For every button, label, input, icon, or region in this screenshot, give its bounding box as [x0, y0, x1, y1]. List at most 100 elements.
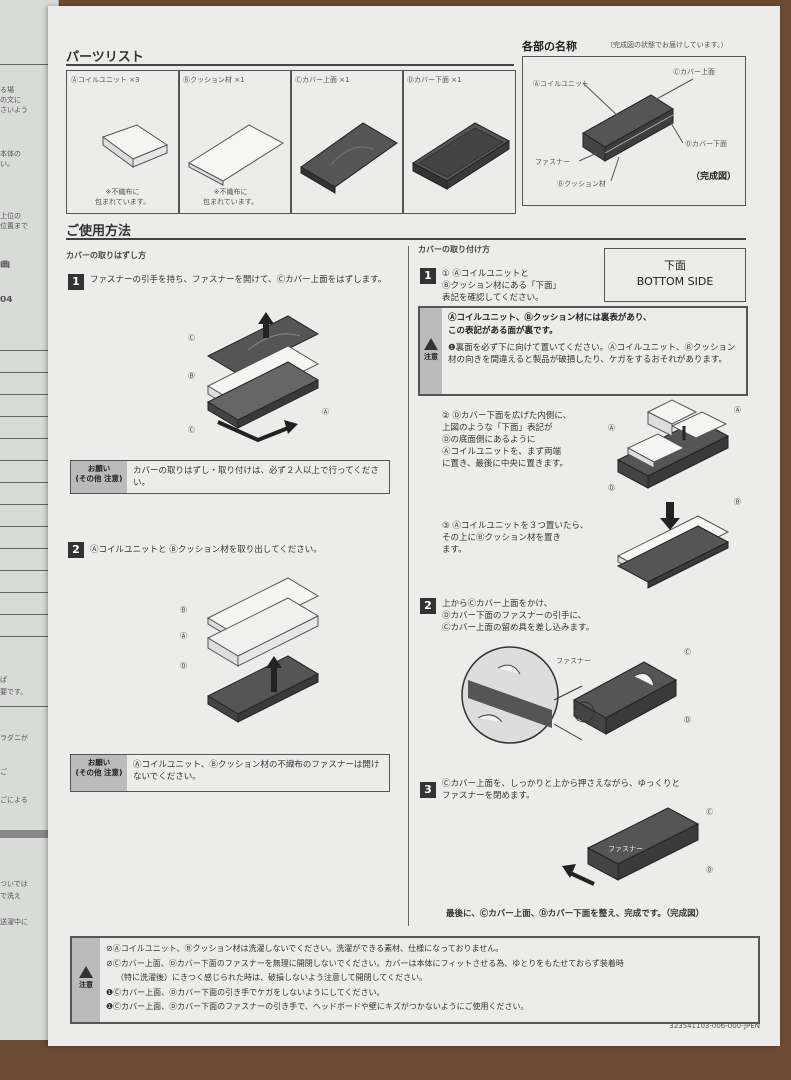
fastener-label: ファスナー: [556, 657, 591, 665]
part-label: Ⓓカバー下面 ×1: [407, 76, 462, 84]
svg-text:Ⓑ: Ⓑ: [734, 498, 741, 506]
names-subtitle: （完成図の状態でお届けしています。）: [606, 41, 728, 49]
prev-text: る場: [0, 86, 14, 94]
attach-title: カバーの取り付け方: [418, 245, 490, 254]
svg-text:Ⓐ: Ⓐ: [734, 406, 741, 414]
prev-text: 本体の: [0, 150, 21, 158]
bottom-side-en: BOTTOM SIDE: [636, 275, 714, 288]
bottom-caution-label: 注意: [79, 981, 93, 989]
note-label: お願い (その他 注意): [71, 461, 127, 493]
bottom-caution-box: 注意 ⊘Ⓐコイルユニット、Ⓑクッション材は洗濯しないでください。洗濯ができる素材…: [70, 936, 760, 1024]
cover-top-illustration: [300, 122, 398, 194]
svg-text:Ⓑ: Ⓑ: [188, 372, 195, 380]
bottom-note: ⊘Ⓒカバー上面、Ⓓカバー下面のファスナーを無理に開閉しないでください。カバーは本…: [106, 958, 624, 968]
name-top: Ⓒカバー上面: [673, 68, 715, 76]
attach-step-number-3: 3: [420, 782, 436, 798]
remove-cover-illustration: Ⓒ Ⓑ Ⓒ Ⓐ: [188, 312, 329, 443]
svg-text:Ⓒ: Ⓒ: [684, 648, 691, 656]
name-bottom: Ⓓカバー下面: [685, 140, 727, 148]
remove-note2-box: お願い (その他 注意) Ⓐコイルユニット、Ⓑクッション材の不織布のファスナーは…: [70, 754, 390, 792]
remove-note1-text: カバーの取りはずし・取り付けは、必ず２人以上で行ってください。: [133, 466, 379, 488]
instruction-sheet: パーツリスト Ⓐコイルユニット ×3 ※不織布に 包まれています。 Ⓑクッション…: [48, 6, 780, 1046]
part-label: Ⓑクッション材 ×1: [183, 76, 245, 84]
name-cushion: Ⓑクッション材: [557, 180, 606, 188]
bottom-side-jp: 下面: [664, 259, 686, 272]
part-note: ※不織布に 包まれています。: [203, 188, 259, 206]
prev-text: 上位の: [0, 212, 21, 220]
prev-text: で洗え: [0, 892, 21, 900]
attach-caution-box: 注意 Ⓐコイルユニット、Ⓑクッション材には裏表があり、 この表記がある面が裏です…: [418, 306, 748, 396]
remove-note2-text: Ⓐコイルユニット、Ⓑクッション材の不織布のファスナーは開けないでください。: [133, 760, 380, 782]
svg-text:Ⓓ: Ⓓ: [180, 662, 187, 670]
part-coil-box: Ⓐコイルユニット ×3 ※不織布に 包まれています。: [66, 70, 180, 214]
bottom-note: ⊘Ⓐコイルユニット、Ⓑクッション材は洗濯しないでください。洗濯ができる素材、仕様…: [106, 944, 504, 953]
usage-title: ご使用方法: [66, 224, 132, 239]
attach-final-text: 最後に、Ⓒカバー上面、Ⓓカバー下面を整え、完成です。（完成図）: [446, 909, 705, 919]
prev-text: 要です。: [0, 688, 28, 696]
names-box: Ⓐコイルユニット Ⓒカバー上面 Ⓓカバー下面 ファスナー Ⓑクッション材 （完成…: [522, 56, 746, 206]
step-number-1: 1: [68, 274, 84, 290]
remove-inner-illustration: Ⓑ Ⓐ Ⓓ: [180, 577, 320, 723]
svg-text:Ⓒ: Ⓒ: [706, 808, 713, 816]
coil-unit-illustration: [101, 124, 169, 168]
cushion-illustration: [188, 124, 284, 186]
svg-text:Ⓓ: Ⓓ: [706, 866, 713, 874]
prev-text: ごによる: [0, 796, 28, 804]
remove-step2-text: Ⓐコイルユニットと Ⓑクッション材を取り出してください。: [90, 545, 322, 555]
attach-step-number-1: 1: [420, 268, 436, 284]
svg-text:Ⓑ: Ⓑ: [180, 606, 187, 614]
part-label: Ⓐコイルユニット ×3: [71, 76, 140, 84]
part-cushion-box: Ⓑクッション材 ×1 ※不織布に 包まれています。: [178, 70, 292, 214]
part-cover-bottom-box: Ⓓカバー下面 ×1: [402, 70, 516, 214]
place-cushion-illustration: Ⓑ: [616, 498, 741, 589]
bottom-note: （特に洗濯後）にきつく感じられた時は、破損しないよう注意して開閉してください。: [116, 973, 428, 982]
name-fastener: ファスナー: [535, 158, 570, 166]
document-code: 323541103-006-000-JPEN: [669, 1022, 760, 1030]
note-label: お願い (その他 注意): [71, 755, 127, 791]
attach-step1c-text: ③ Ⓐコイルユニットを３つ置いたら、 その上にⒷクッション材を置き ます。: [442, 521, 589, 555]
bottom-note: ❶Ⓒカバー上面、Ⓓカバー下面のファスナーの引き手で、ヘッドボードや壁にキズがつか…: [106, 1002, 529, 1011]
remove-note1-box: お願い (その他 注意) カバーの取りはずし・取り付けは、必ず２人以上で行ってく…: [70, 460, 390, 494]
bottom-notes-list: ⊘Ⓐコイルユニット、Ⓑクッション材は洗濯しないでください。洗濯ができる素材、仕様…: [106, 942, 746, 1015]
bottom-note: ❶Ⓒカバー上面、Ⓓカバー下面の引き手でケガをしないようにしてください。: [106, 987, 385, 997]
prev-text: ラダニが: [0, 734, 28, 742]
svg-text:Ⓒ: Ⓒ: [188, 426, 195, 434]
attach-step2-text: 上からⒸカバー上面をかけ、 Ⓓカバー下面のファスナーの引手に、 Ⓒカバー上面の留…: [442, 599, 595, 633]
bottom-side-label-box: 下面 BOTTOM SIDE: [604, 248, 746, 302]
svg-text:Ⓐ: Ⓐ: [608, 424, 615, 432]
caution-label: 注意: [424, 353, 438, 361]
svg-text:Ⓓ: Ⓓ: [684, 716, 691, 724]
svg-text:Ⓐ: Ⓐ: [322, 408, 329, 416]
part-note: ※不織布に 包まれています。: [95, 188, 151, 206]
attach-step1a-text: ① Ⓐコイルユニットと Ⓑクッション材にある「下面」 表記を確認してください。: [442, 269, 562, 303]
name-complete: （完成図）: [691, 172, 737, 182]
part-cover-top-box: Ⓒカバー上面 ×1: [290, 70, 404, 214]
place-coil-units-illustration: Ⓐ Ⓐ Ⓓ: [608, 399, 741, 492]
name-coil: Ⓐコイルユニット: [533, 80, 589, 88]
svg-text:Ⓐ: Ⓐ: [180, 632, 187, 640]
parts-list-title: パーツリスト: [66, 50, 144, 65]
caution-head: Ⓐコイルユニット、Ⓑクッション材には裏表があり、 この表記がある面が裏です。: [448, 313, 652, 336]
svg-text:Ⓓ: Ⓓ: [608, 484, 615, 492]
close-fastener-illustration: Ⓒ Ⓓ: [562, 807, 713, 886]
part-label: Ⓒカバー上面 ×1: [295, 76, 350, 84]
attach-step1b-text: ② Ⓓカバー下面を広げた内側に、 上図のような「下面」表記が Ⓓの底面側にあるよ…: [442, 411, 572, 469]
attach-step-number-2: 2: [420, 598, 436, 614]
remove-title: カバーの取りはずし方: [66, 251, 146, 260]
fastener-label-2: ファスナー: [608, 845, 643, 853]
prev-text: ぱ: [0, 676, 7, 684]
svg-text:Ⓒ: Ⓒ: [188, 334, 195, 342]
prev-text: の文に: [0, 96, 21, 104]
caution-body: ❶裏面を必ず下に向けて置いてください。Ⓐコイルユニット、Ⓑクッション材の向きを間…: [448, 343, 736, 365]
names-title: 各部の名称: [522, 40, 577, 53]
attach-step3-text: Ⓒカバー上面を、しっかりと上から押さえながら、ゆっくりと ファスナーを閉めます。: [442, 779, 681, 801]
prev-text: 04: [0, 296, 13, 305]
bottom-caution-strip: 注意: [72, 938, 100, 1022]
prev-text: ついでは: [0, 880, 28, 888]
step-number-2: 2: [68, 542, 84, 558]
caution-label-strip: 注意: [420, 308, 442, 394]
warning-icon: [79, 966, 93, 978]
cover-bottom-illustration: [412, 122, 510, 190]
prev-text: さいよう: [0, 106, 28, 114]
warning-icon: [424, 338, 438, 350]
